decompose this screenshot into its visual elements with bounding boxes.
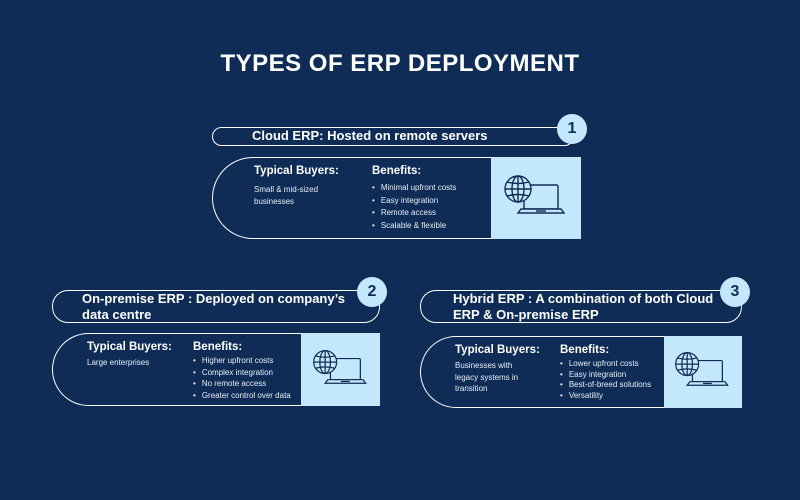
benefit-item: Best-of-breed solutions — [560, 380, 651, 391]
buyers-text: Large enterprises — [87, 358, 150, 367]
benefits-list: Higher upfront costs Complex integration… — [193, 355, 291, 401]
benefit-item: Minimal upfront costs — [372, 182, 457, 195]
buyers-text: Businesses with legacy systems in transi… — [455, 361, 519, 393]
type-detail-card — [212, 157, 492, 239]
globe-laptop-icon — [491, 157, 581, 239]
type-detail-card — [52, 333, 302, 406]
benefits-list: Lower upfront costs Easy integration Bes… — [560, 359, 651, 401]
type-number-badge: 3 — [720, 277, 750, 307]
benefit-item: Scalable & flexible — [372, 220, 456, 233]
benefits-label: Benefits: — [193, 341, 243, 353]
type-header-title: Hybrid ERP : A combination of both Cloud… — [453, 291, 714, 322]
benefit-item: Versatility — [560, 391, 651, 402]
benefits-list: Minimal upfront costs Easy integration R… — [372, 182, 457, 233]
benefit-item: Complex integration — [193, 367, 291, 379]
type-header-title: On-premise ERP : Deployed on company’s d… — [82, 291, 345, 322]
type-number-badge: 1 — [557, 114, 587, 144]
buyers-label: Typical Buyers: — [254, 165, 339, 177]
type-header-title: Cloud ERP: Hosted on remote servers — [252, 128, 488, 143]
globe-laptop-icon — [664, 336, 742, 408]
benefit-item: Easy integration — [372, 195, 456, 208]
benefit-item: Remote access — [372, 207, 456, 220]
benefits-label: Benefits: — [560, 344, 610, 356]
type-number-badge: 2 — [357, 277, 387, 307]
benefit-item: Easy integration — [560, 370, 651, 381]
benefit-item: Lower upfront costs — [560, 359, 651, 370]
buyers-label: Typical Buyers: — [87, 341, 172, 353]
page-title: TYPES OF ERP DEPLOYMENT — [220, 50, 580, 77]
benefit-item: Greater control over data — [193, 390, 291, 402]
benefit-item: No remote access — [193, 378, 291, 390]
buyers-label: Typical Buyers: — [455, 344, 540, 356]
type-detail-card — [420, 336, 665, 408]
type-header-pill — [420, 290, 742, 323]
benefit-item: Higher upfront costs — [193, 355, 291, 367]
benefits-label: Benefits: — [372, 165, 422, 177]
type-header-pill — [52, 290, 380, 323]
buyers-text: Small & mid-sized businesses — [254, 185, 319, 206]
globe-laptop-icon — [301, 333, 380, 406]
